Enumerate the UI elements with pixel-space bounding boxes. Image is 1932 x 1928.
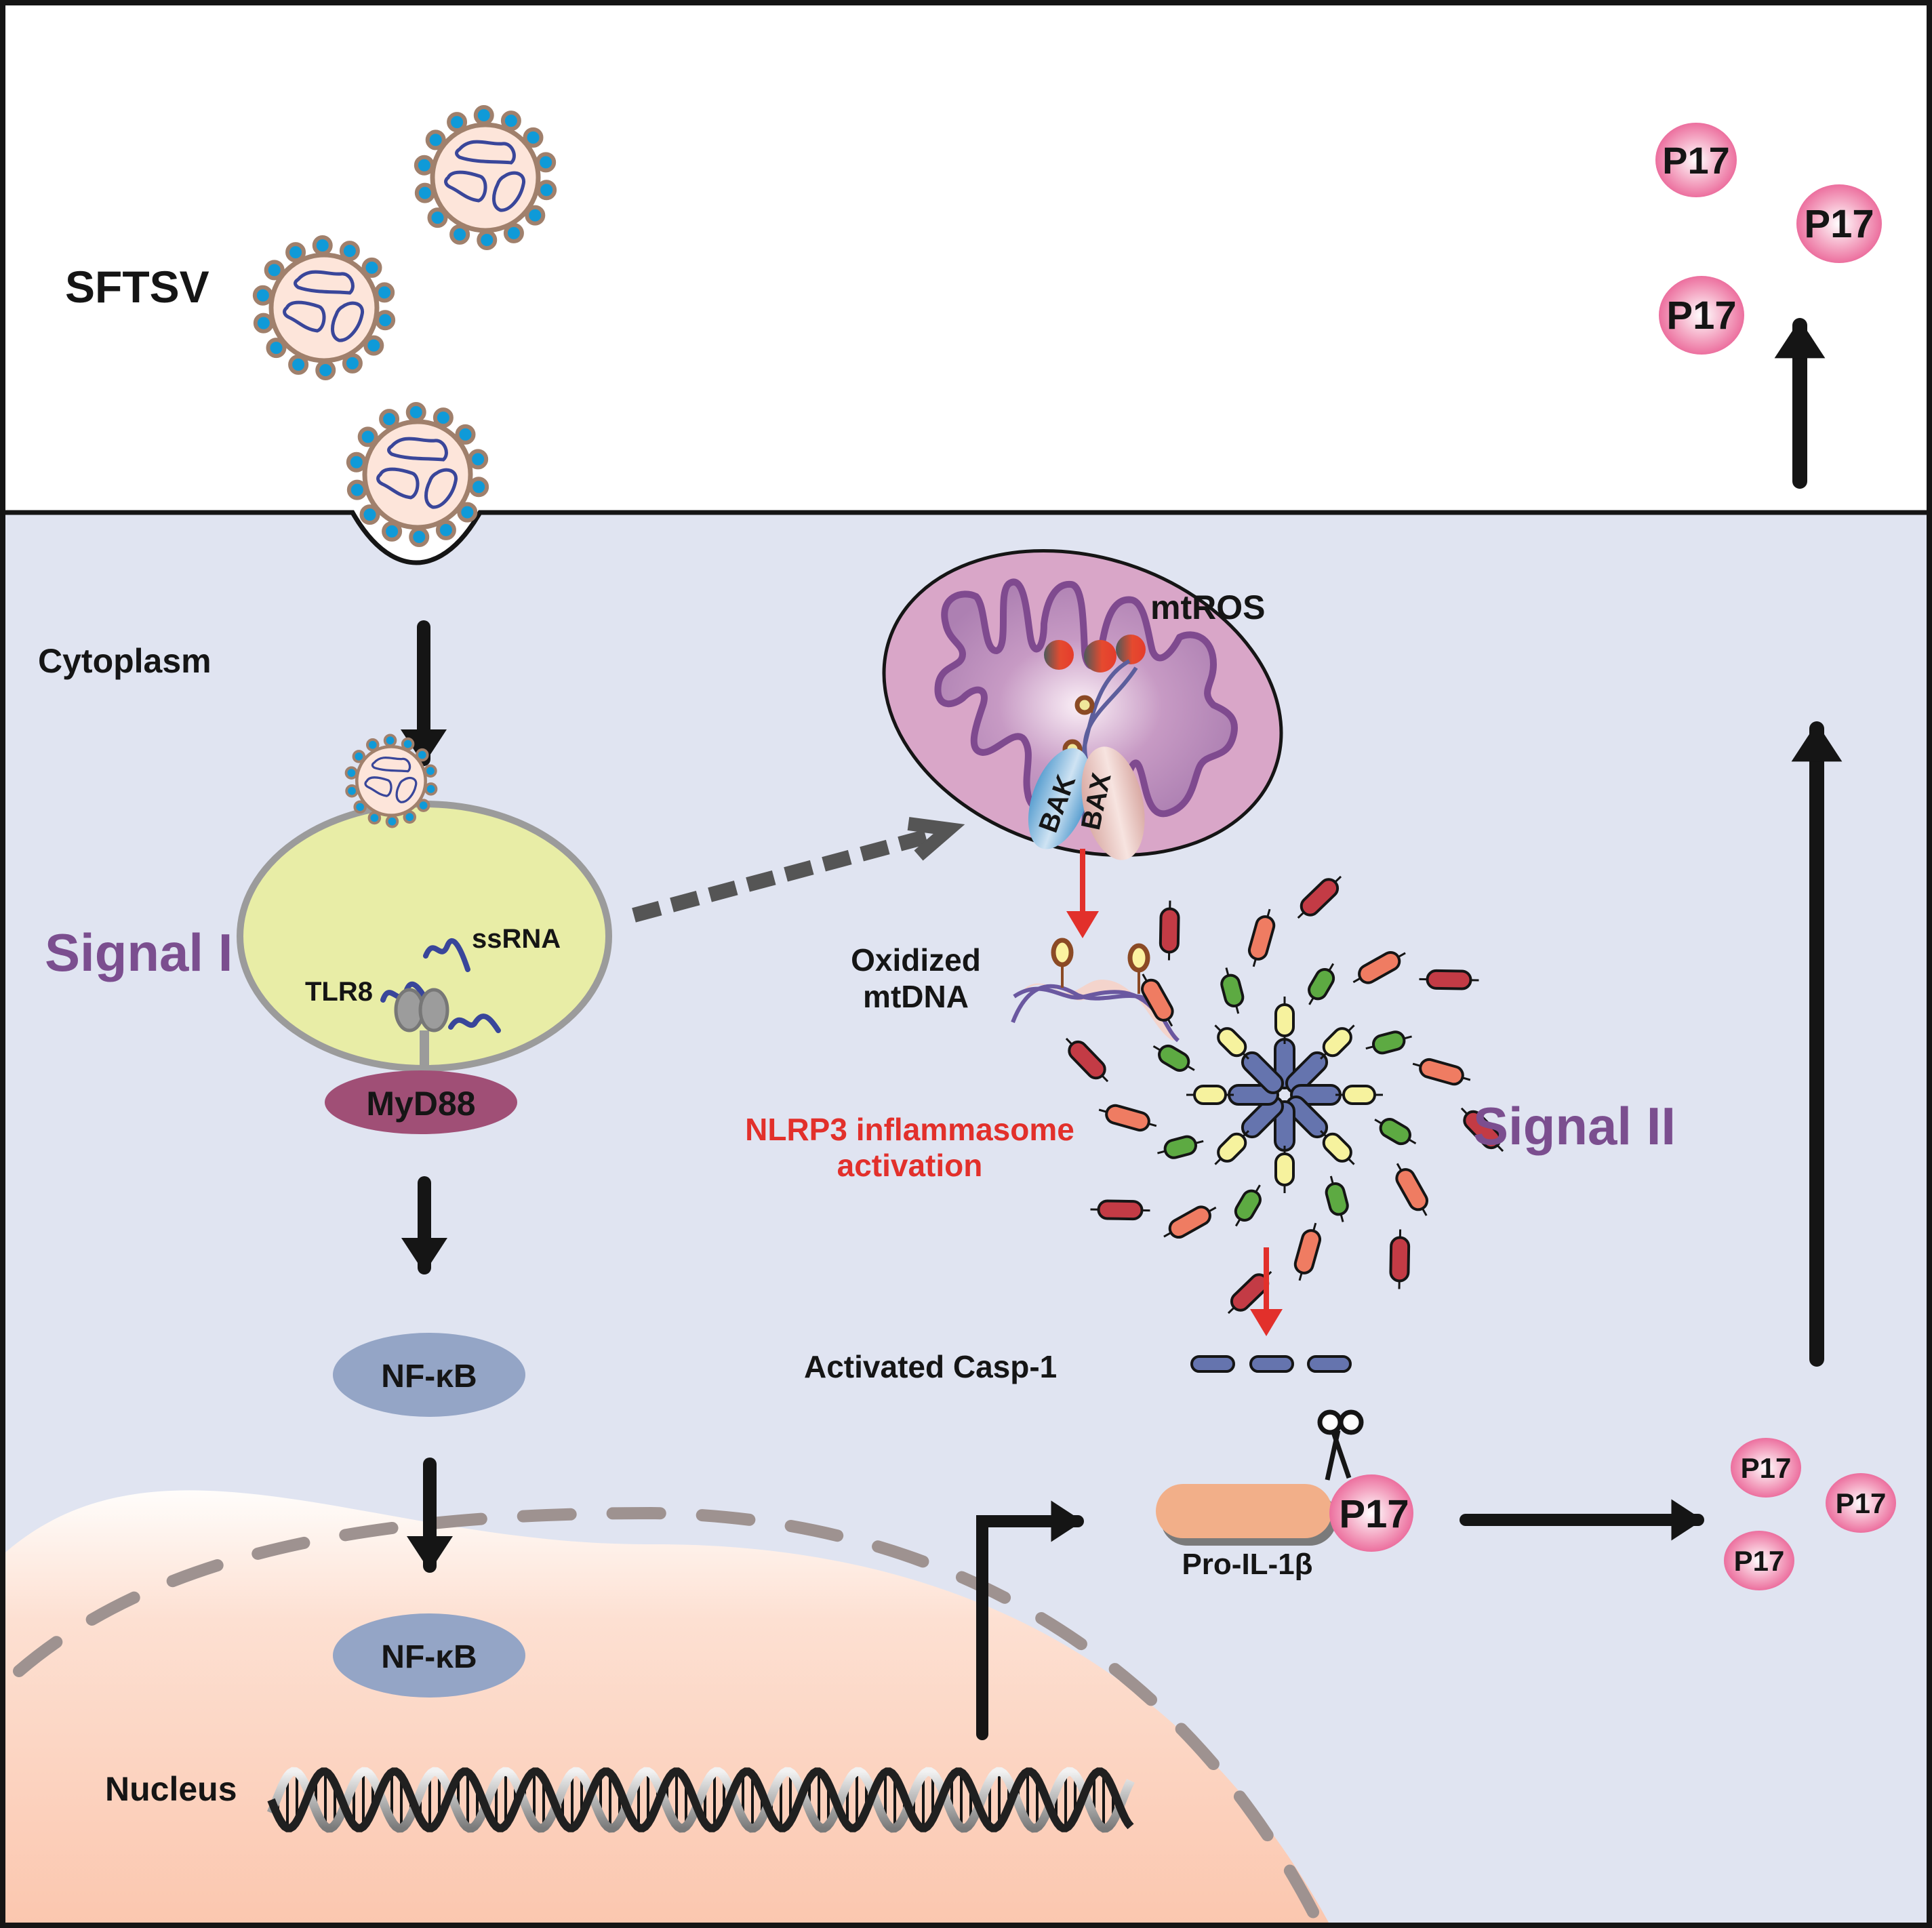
nuclear-envelope <box>13 1506 1325 1928</box>
p17-label: P17 <box>1804 202 1874 246</box>
dna-strand <box>267 1767 1134 1832</box>
transcription-arrow <box>976 1500 1084 1740</box>
p17-bubble <box>1731 1438 1801 1498</box>
nlrp3-domain-segment <box>1352 951 1406 984</box>
nlrp3-activation-label-line1: NLRP3 inflammasome <box>745 1112 1074 1147</box>
nlrp3-domain-segment <box>1325 1176 1349 1222</box>
nlrp3-domain-segment <box>1419 969 1479 990</box>
p17-label: P17 <box>1662 139 1730 182</box>
pro-il1b-label: Pro-IL-1β <box>1182 1548 1312 1581</box>
nfkb-cytoplasm-label: NF-κB <box>381 1359 477 1394</box>
ssrna-strand-icon <box>423 938 470 972</box>
mitochondrion: BAK BAX <box>882 548 1283 860</box>
p17-bubble <box>1724 1531 1794 1590</box>
casp1-fragment <box>1249 1355 1294 1373</box>
nlrp3-activation-label-line2: activation <box>837 1148 983 1183</box>
dashed-arrow-head-icon <box>907 817 965 861</box>
nlrp3-domain-segment <box>1335 1085 1383 1105</box>
myd88-node <box>325 1070 517 1134</box>
nfkb-nucleus-label: NF-κB <box>381 1639 477 1675</box>
nlrp3-domain-segment <box>1297 875 1342 919</box>
nlrp3-domain-segment <box>1274 1146 1295 1193</box>
nlrp3-domain-segment <box>1157 1135 1204 1159</box>
p17-label: P17 <box>1734 1545 1785 1577</box>
p17-bubble <box>1329 1474 1413 1552</box>
nlrp3-domain-segment <box>1141 973 1174 1027</box>
cytoplasm-label: Cytoplasm <box>38 642 212 680</box>
nlrp3-domain-segment <box>1152 1044 1195 1072</box>
ssrna-label: ssRNA <box>472 924 561 954</box>
nlrp3-domain-segment <box>1220 967 1245 1014</box>
casp1-fragment <box>1190 1355 1235 1373</box>
nlrp3-domain-segment <box>1090 1199 1150 1221</box>
p17-released-extracellular: P17 P17 P17 <box>1655 123 1882 355</box>
nlrp3-domain-segment <box>1214 1024 1250 1060</box>
signal-2-title: Signal II <box>1473 1096 1676 1156</box>
mtros-particle-icon <box>1116 635 1146 664</box>
myd88-label: MyD88 <box>366 1085 475 1123</box>
tlr8-receptor-icon <box>418 988 449 1032</box>
mtros-label: mtROS <box>1150 588 1265 626</box>
nlrp3-domain-segment <box>1065 1037 1109 1083</box>
nlrp3-domain-segment <box>1214 1129 1250 1165</box>
signal-1-title: Signal I <box>45 923 233 982</box>
mtros-particle-icon <box>1044 640 1074 670</box>
nlrp3-domain-segment <box>1319 1129 1355 1165</box>
nucleus-label: Nucleus <box>105 1770 237 1808</box>
nfkb-cytoplasm-node <box>333 1333 525 1417</box>
genomic-dna-helix-icon <box>267 1767 1135 1833</box>
ssrna-strand-icon <box>448 1013 501 1033</box>
nlrp3-domain-segment <box>1395 1163 1428 1216</box>
p17-bubble <box>1655 123 1737 197</box>
oxidized-mtdna-label-line1: Oxidized <box>851 942 981 978</box>
activated-casp1-fragments <box>1190 1355 1352 1373</box>
casp1-fragment <box>1307 1355 1352 1373</box>
endosome: ssRNA TLR8 <box>237 735 612 1085</box>
oxidized-mtdna-label-line2: mtDNA <box>863 979 969 1014</box>
p17-bubble <box>1659 276 1744 355</box>
nlrp3-domain-segment <box>1293 1222 1322 1281</box>
sftsv-label: SFTSV <box>65 262 209 312</box>
p17-bubble <box>1796 184 1882 263</box>
p17-label: P17 <box>1741 1452 1792 1484</box>
p17-label: P17 <box>1666 294 1736 338</box>
bak-protein-node <box>1028 748 1091 849</box>
p17-released-intracellular: P17 P17 P17 <box>1724 1438 1896 1590</box>
nlrp3-domain-segment <box>1247 908 1276 967</box>
pro-il1b-node <box>1156 1484 1332 1538</box>
scissors-cleavage-icon <box>1317 1409 1364 1481</box>
activated-casp1-label: Activated Casp-1 <box>804 1349 1057 1384</box>
nfkb-nucleus-node <box>333 1613 525 1698</box>
nlrp3-domain-segment <box>1186 1085 1234 1105</box>
nlrp3-domain-segment <box>1159 900 1180 961</box>
p17-bubble <box>1826 1473 1896 1533</box>
nlrp3-domain-segment <box>1098 1104 1157 1132</box>
dashed-arrow-to-mitochondrion <box>632 825 944 923</box>
nlrp3-domain-segment <box>1389 1229 1411 1289</box>
nlrp3-domain-segment <box>1319 1024 1355 1060</box>
mtros-particle-icon <box>1084 640 1116 672</box>
nlrp3-domain-segment <box>1234 1184 1262 1227</box>
nlrp3-domain-segment <box>1460 1107 1504 1152</box>
nlrp3-inflammasome-icon <box>1065 875 1504 1314</box>
nlrp3-domain-segment <box>1274 997 1295 1044</box>
nlrp3-domain-segment <box>1163 1205 1217 1239</box>
nlrp3-domain-segment <box>1308 963 1335 1005</box>
nlrp3-domain-segment <box>1412 1058 1471 1086</box>
p17-label: P17 <box>1836 1487 1887 1519</box>
tlr8-label: TLR8 <box>305 977 373 1007</box>
p17-label: P17 <box>1339 1492 1409 1536</box>
bax-protein-node <box>1081 746 1145 860</box>
nlrp3-domain-segment <box>1374 1118 1417 1146</box>
nlrp3-domain-segment <box>1365 1030 1412 1055</box>
